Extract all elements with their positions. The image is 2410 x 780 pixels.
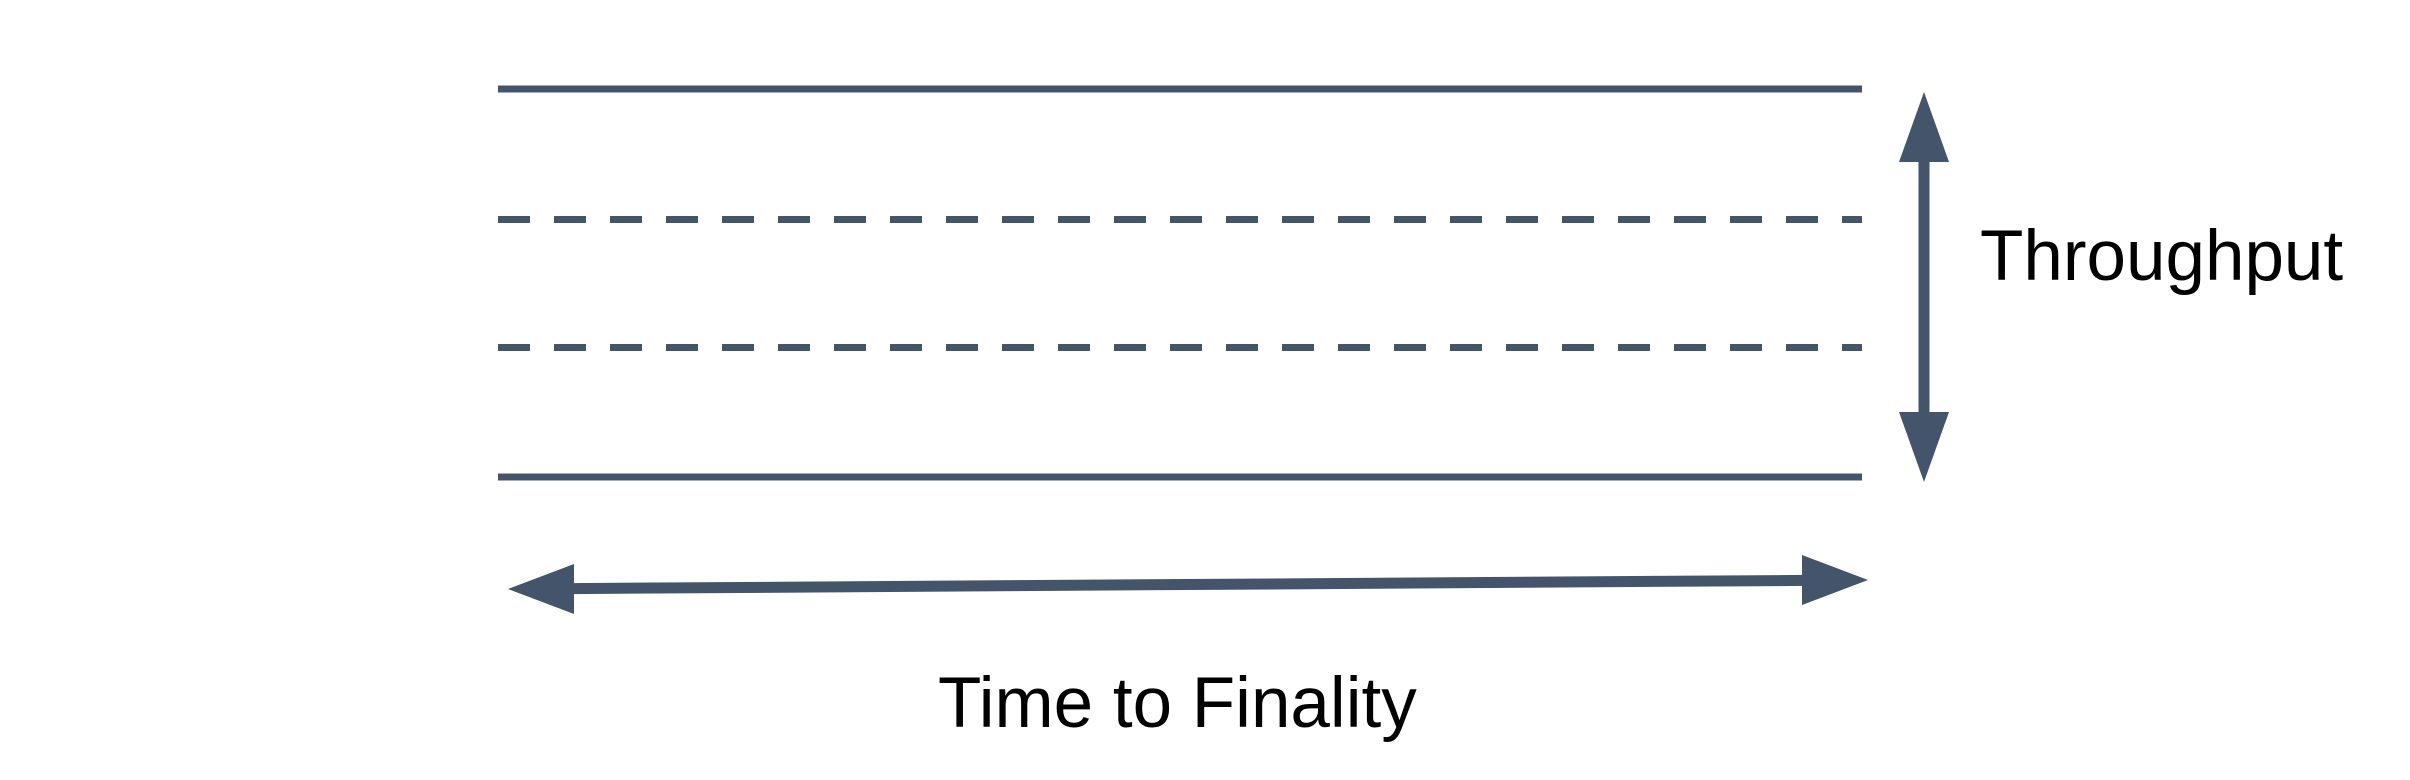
throughput-arrow bbox=[1899, 92, 1949, 482]
throughput-arrow-head-up-icon bbox=[1899, 92, 1949, 162]
time-to-finality-arrow bbox=[508, 555, 1868, 614]
throughput-label: Throughput bbox=[1980, 217, 2344, 296]
time-to-finality-arrow-head-right-icon bbox=[1802, 555, 1868, 605]
time-to-finality-label: Time to Finality bbox=[938, 664, 1417, 743]
throughput-arrow-head-down-icon bbox=[1899, 412, 1949, 482]
time-to-finality-arrow-shaft bbox=[569, 574, 1807, 595]
time-to-finality-arrow-head-left-icon bbox=[508, 564, 574, 614]
